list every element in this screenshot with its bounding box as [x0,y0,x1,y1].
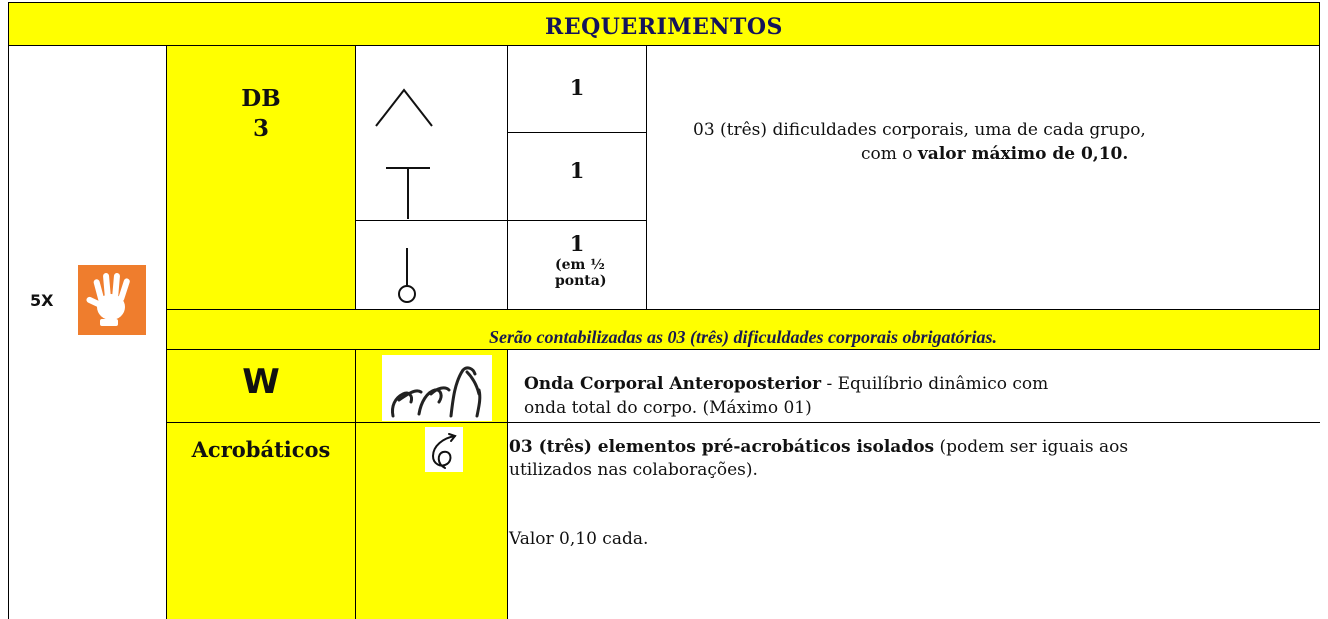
wave-description-line1: Onda Corporal Anteroposterior - Equilíbr… [524,374,1049,394]
repeat-label: 5X [30,291,54,310]
db-count: 3 [252,115,269,142]
wave-label: W [242,362,280,402]
jump-symbol-icon [375,88,433,127]
db-item-note-line1: (em ½ [555,257,605,273]
rotation-arrow-icon [431,433,457,469]
acro-label: Acrobáticos [191,437,331,462]
balance-symbol-icon [386,167,430,219]
db-label: DB [241,85,281,112]
acro-label-cell [167,423,355,619]
note-row-text: Serão contabilizadas as 03 (três) dificu… [488,327,998,347]
rotation-symbol-icon [398,248,416,303]
db-item-count-2: 1 [569,158,585,183]
db-label-cell [167,46,355,309]
db-item-count-1: 1 [569,75,585,100]
page-title: REQUERIMENTOS [545,14,783,40]
db-item-note-line2: ponta) [555,273,607,289]
body-wave-figure-icon [391,366,482,418]
acro-value: Valor 0,10 cada. [509,529,649,549]
db-description-line1: 03 (três) dificuldades corporais, uma de… [693,120,1146,140]
header-bar [9,3,1319,45]
acro-description-line2: utilizados nas colaborações). [509,460,758,480]
db-item-count-3: 1 [569,231,585,256]
acro-description-line1: 03 (três) elementos pré-acrobáticos isol… [509,437,1129,457]
wave-label-cell [167,350,355,422]
note-row-cell [167,310,1319,349]
wave-description-line2: onda total do corpo. (Máximo 01) [524,398,812,418]
orange-hand-icon [78,265,146,335]
db-description-line2: com o valor máximo de 0,10. [861,144,1129,164]
